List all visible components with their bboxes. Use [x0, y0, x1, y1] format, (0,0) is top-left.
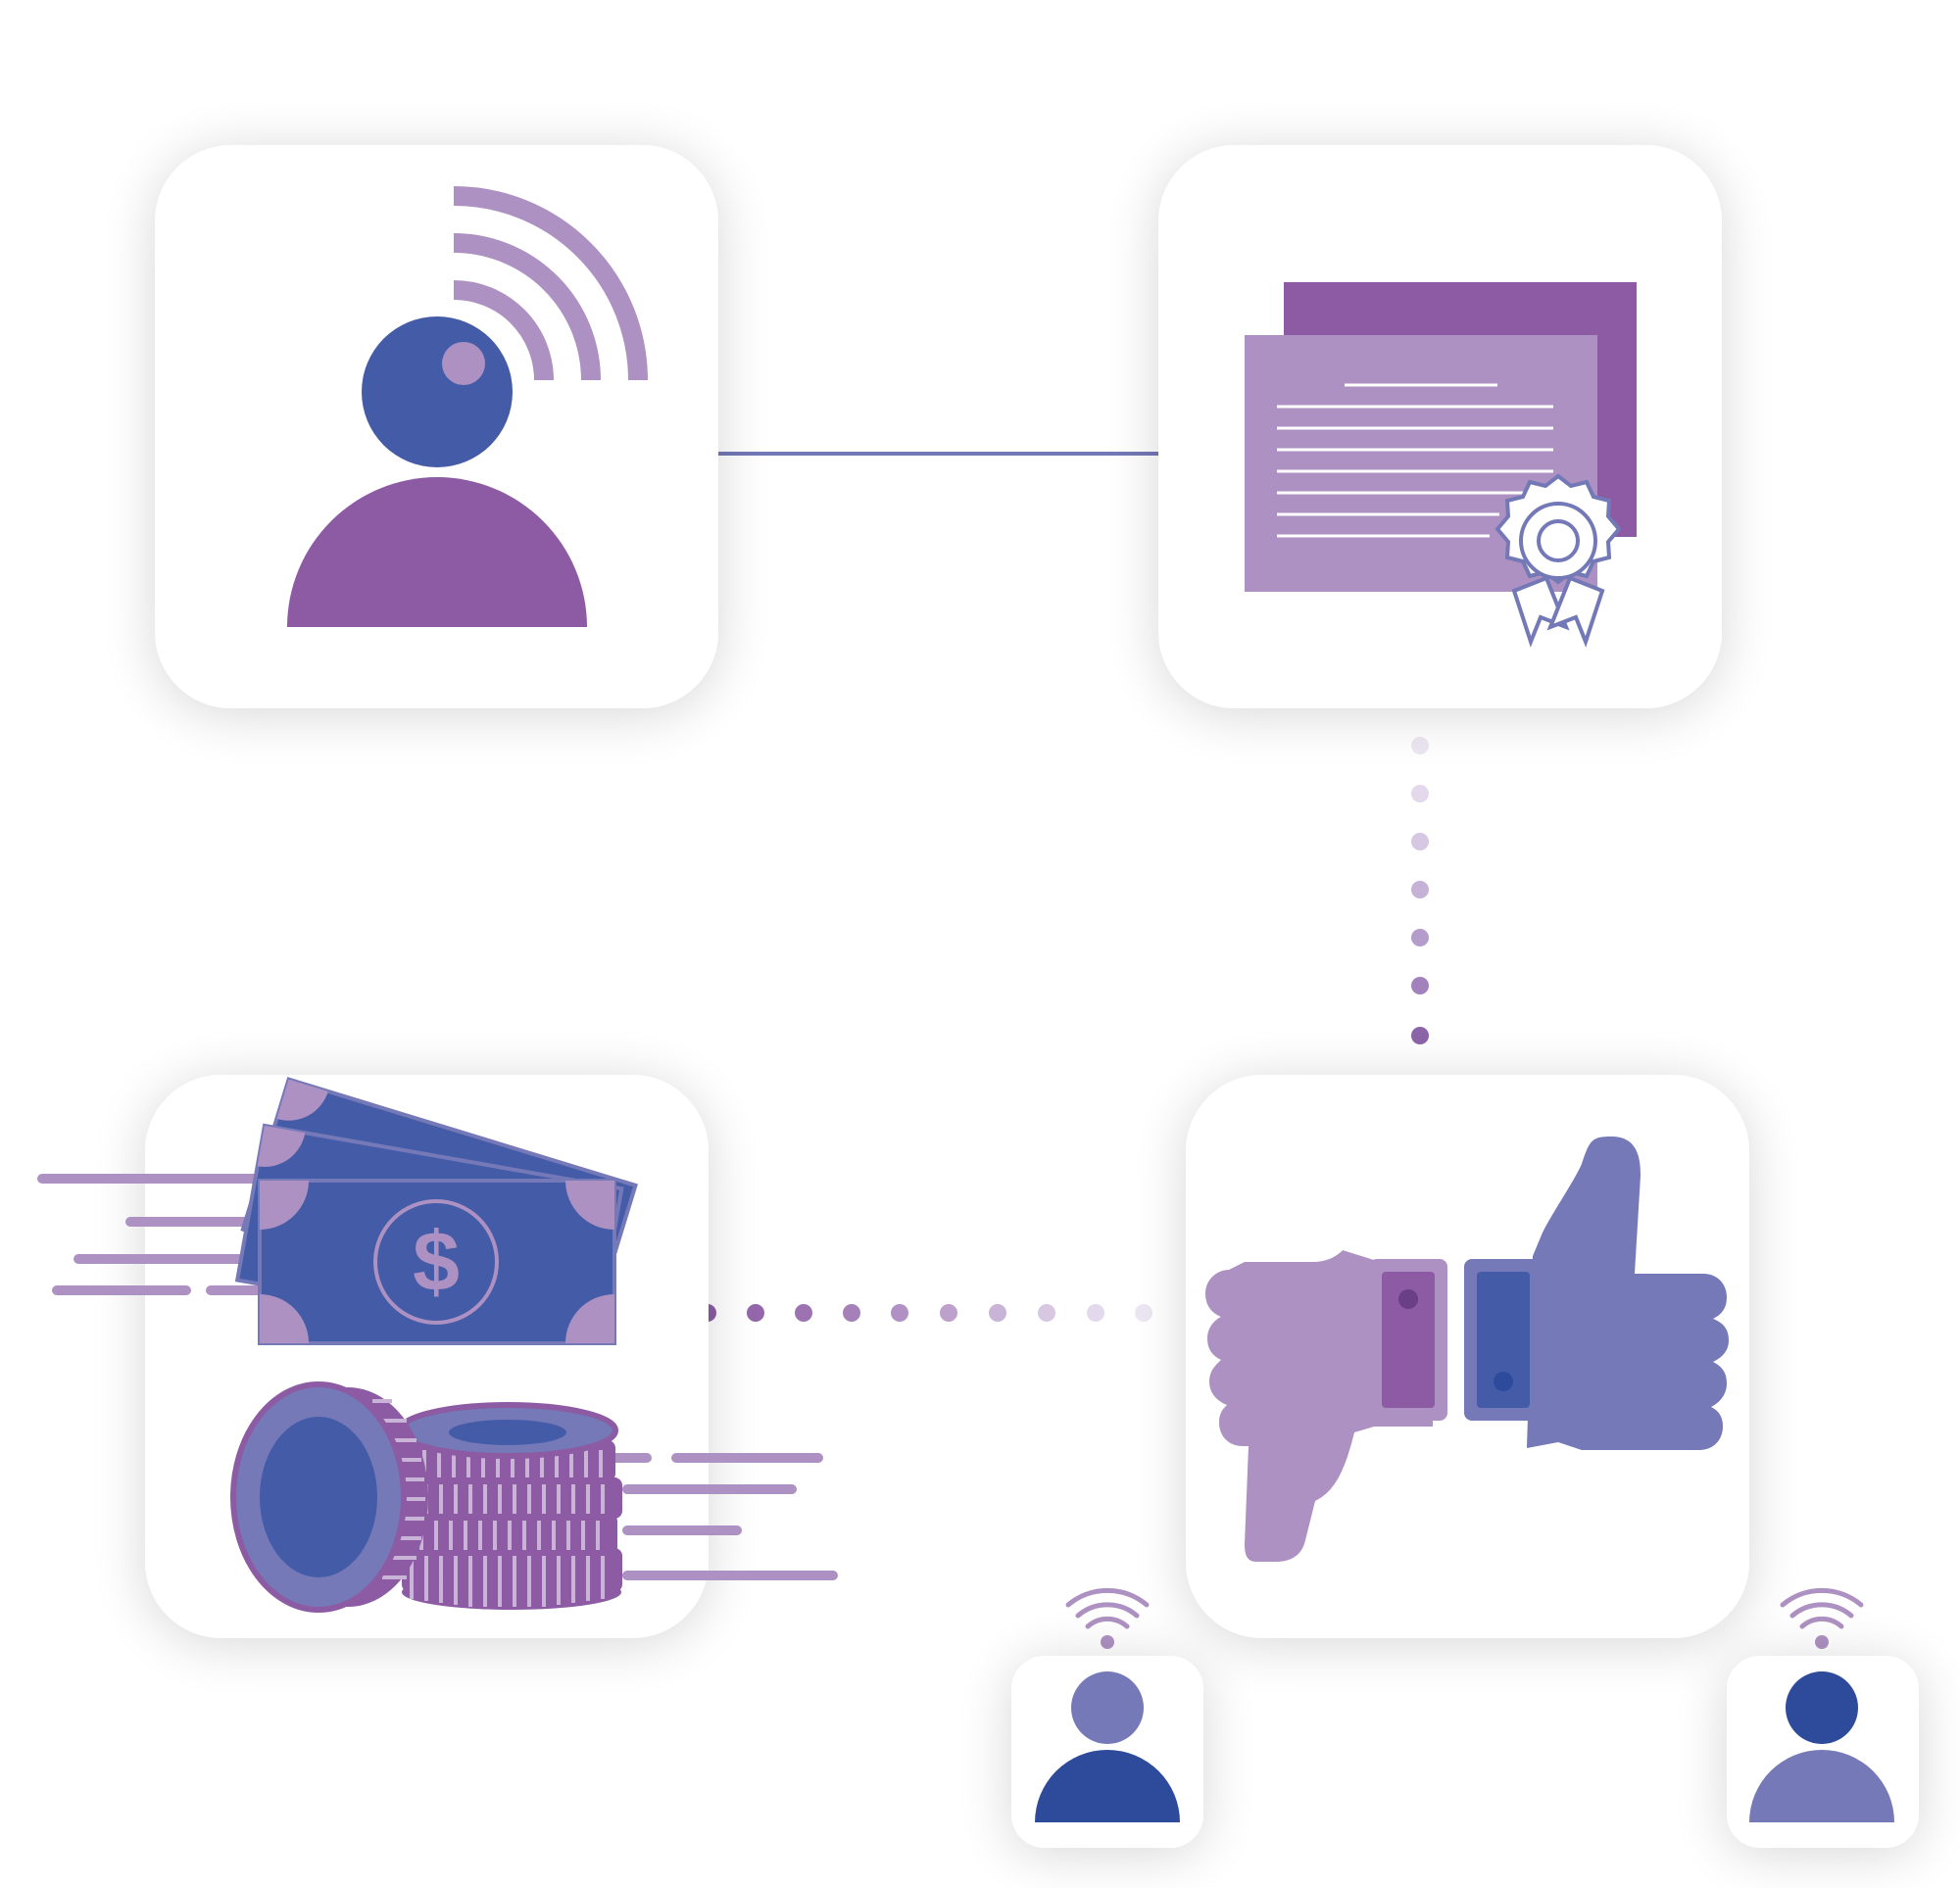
card-certificate — [1158, 145, 1722, 708]
connector-rating-to-money — [699, 1304, 1152, 1322]
card-broadcasting-user — [155, 145, 718, 708]
certificate-icon — [1245, 282, 1637, 648]
speed-lines-right — [593, 1453, 838, 1580]
thumbs-up-icon — [1464, 1137, 1729, 1450]
speed-lines-left — [37, 1174, 279, 1295]
dollar-sign: $ — [413, 1215, 460, 1309]
cash-bills-icon: $ — [234, 1077, 638, 1346]
broadcast-signal-icon — [453, 186, 648, 381]
award-seal-icon — [1494, 473, 1622, 648]
connector-certificate-to-rating — [1411, 737, 1429, 1044]
card-rating — [1186, 1075, 1749, 1638]
thumbs-down-icon — [1205, 1250, 1447, 1562]
card-small-user-left — [1011, 1587, 1203, 1848]
card-money: $ — [37, 1075, 838, 1638]
user-icon — [1035, 1671, 1180, 1822]
user-icon — [1749, 1671, 1894, 1822]
coin-stack-icon — [230, 1381, 622, 1613]
wifi-icon — [1065, 1587, 1150, 1629]
user-icon — [287, 316, 587, 627]
wifi-icon — [1780, 1587, 1864, 1629]
card-small-user-right — [1727, 1587, 1919, 1848]
